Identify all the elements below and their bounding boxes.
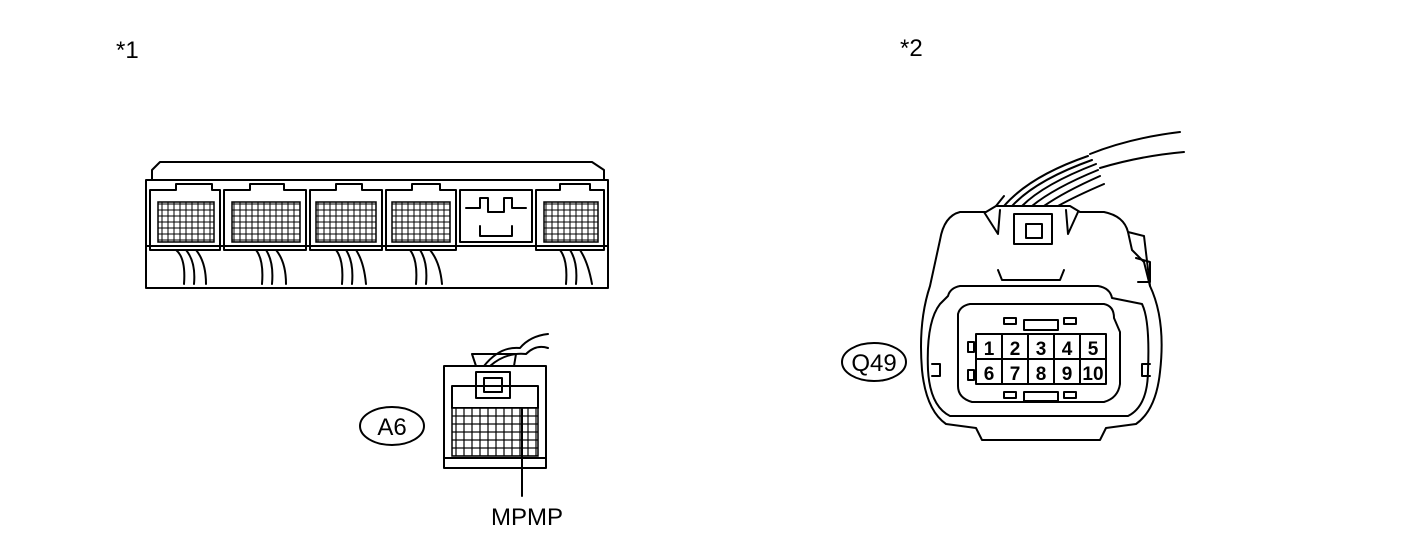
q49-pin-9: 9 (1062, 364, 1073, 385)
q49-pin-row-2: 6 7 8 9 10 (984, 364, 1104, 385)
q49-pin-10: 10 (1082, 364, 1103, 385)
terminal-mpmp-label: MPMP (491, 504, 563, 531)
q49-pin-6: 6 (984, 364, 995, 385)
view-1-label: *1 (116, 37, 139, 64)
q49-pin-3: 3 (1036, 339, 1047, 360)
ecu-socket-4 (385, 183, 457, 251)
connector-a6 (443, 333, 549, 469)
view-2-label: *2 (900, 35, 923, 62)
ecu-socket-2 (223, 183, 307, 251)
a6-callout (359, 406, 425, 446)
q49-pin-row-1: 1 2 3 4 5 (984, 339, 1099, 360)
q49-pin-4: 4 (1062, 339, 1073, 360)
ecu-socket-1 (149, 183, 221, 251)
q49-pin-8: 8 (1036, 364, 1047, 385)
q49-pin-1: 1 (984, 339, 995, 360)
connector-q49-label: Q49 (851, 350, 896, 377)
ecu-wire-harness (175, 249, 593, 285)
connector-a6-label: A6 (377, 414, 406, 441)
ecu-socket-empty (459, 189, 533, 243)
q49-pin-5: 5 (1088, 339, 1099, 360)
q49-pin-7: 7 (1010, 364, 1021, 385)
ecu-socket-3 (309, 183, 383, 251)
ecu-connector-assembly (145, 161, 609, 289)
ecu-socket-5 (535, 183, 605, 251)
connector-q49 (920, 131, 1185, 441)
q49-pin-2: 2 (1010, 339, 1021, 360)
q49-callout (841, 342, 907, 382)
